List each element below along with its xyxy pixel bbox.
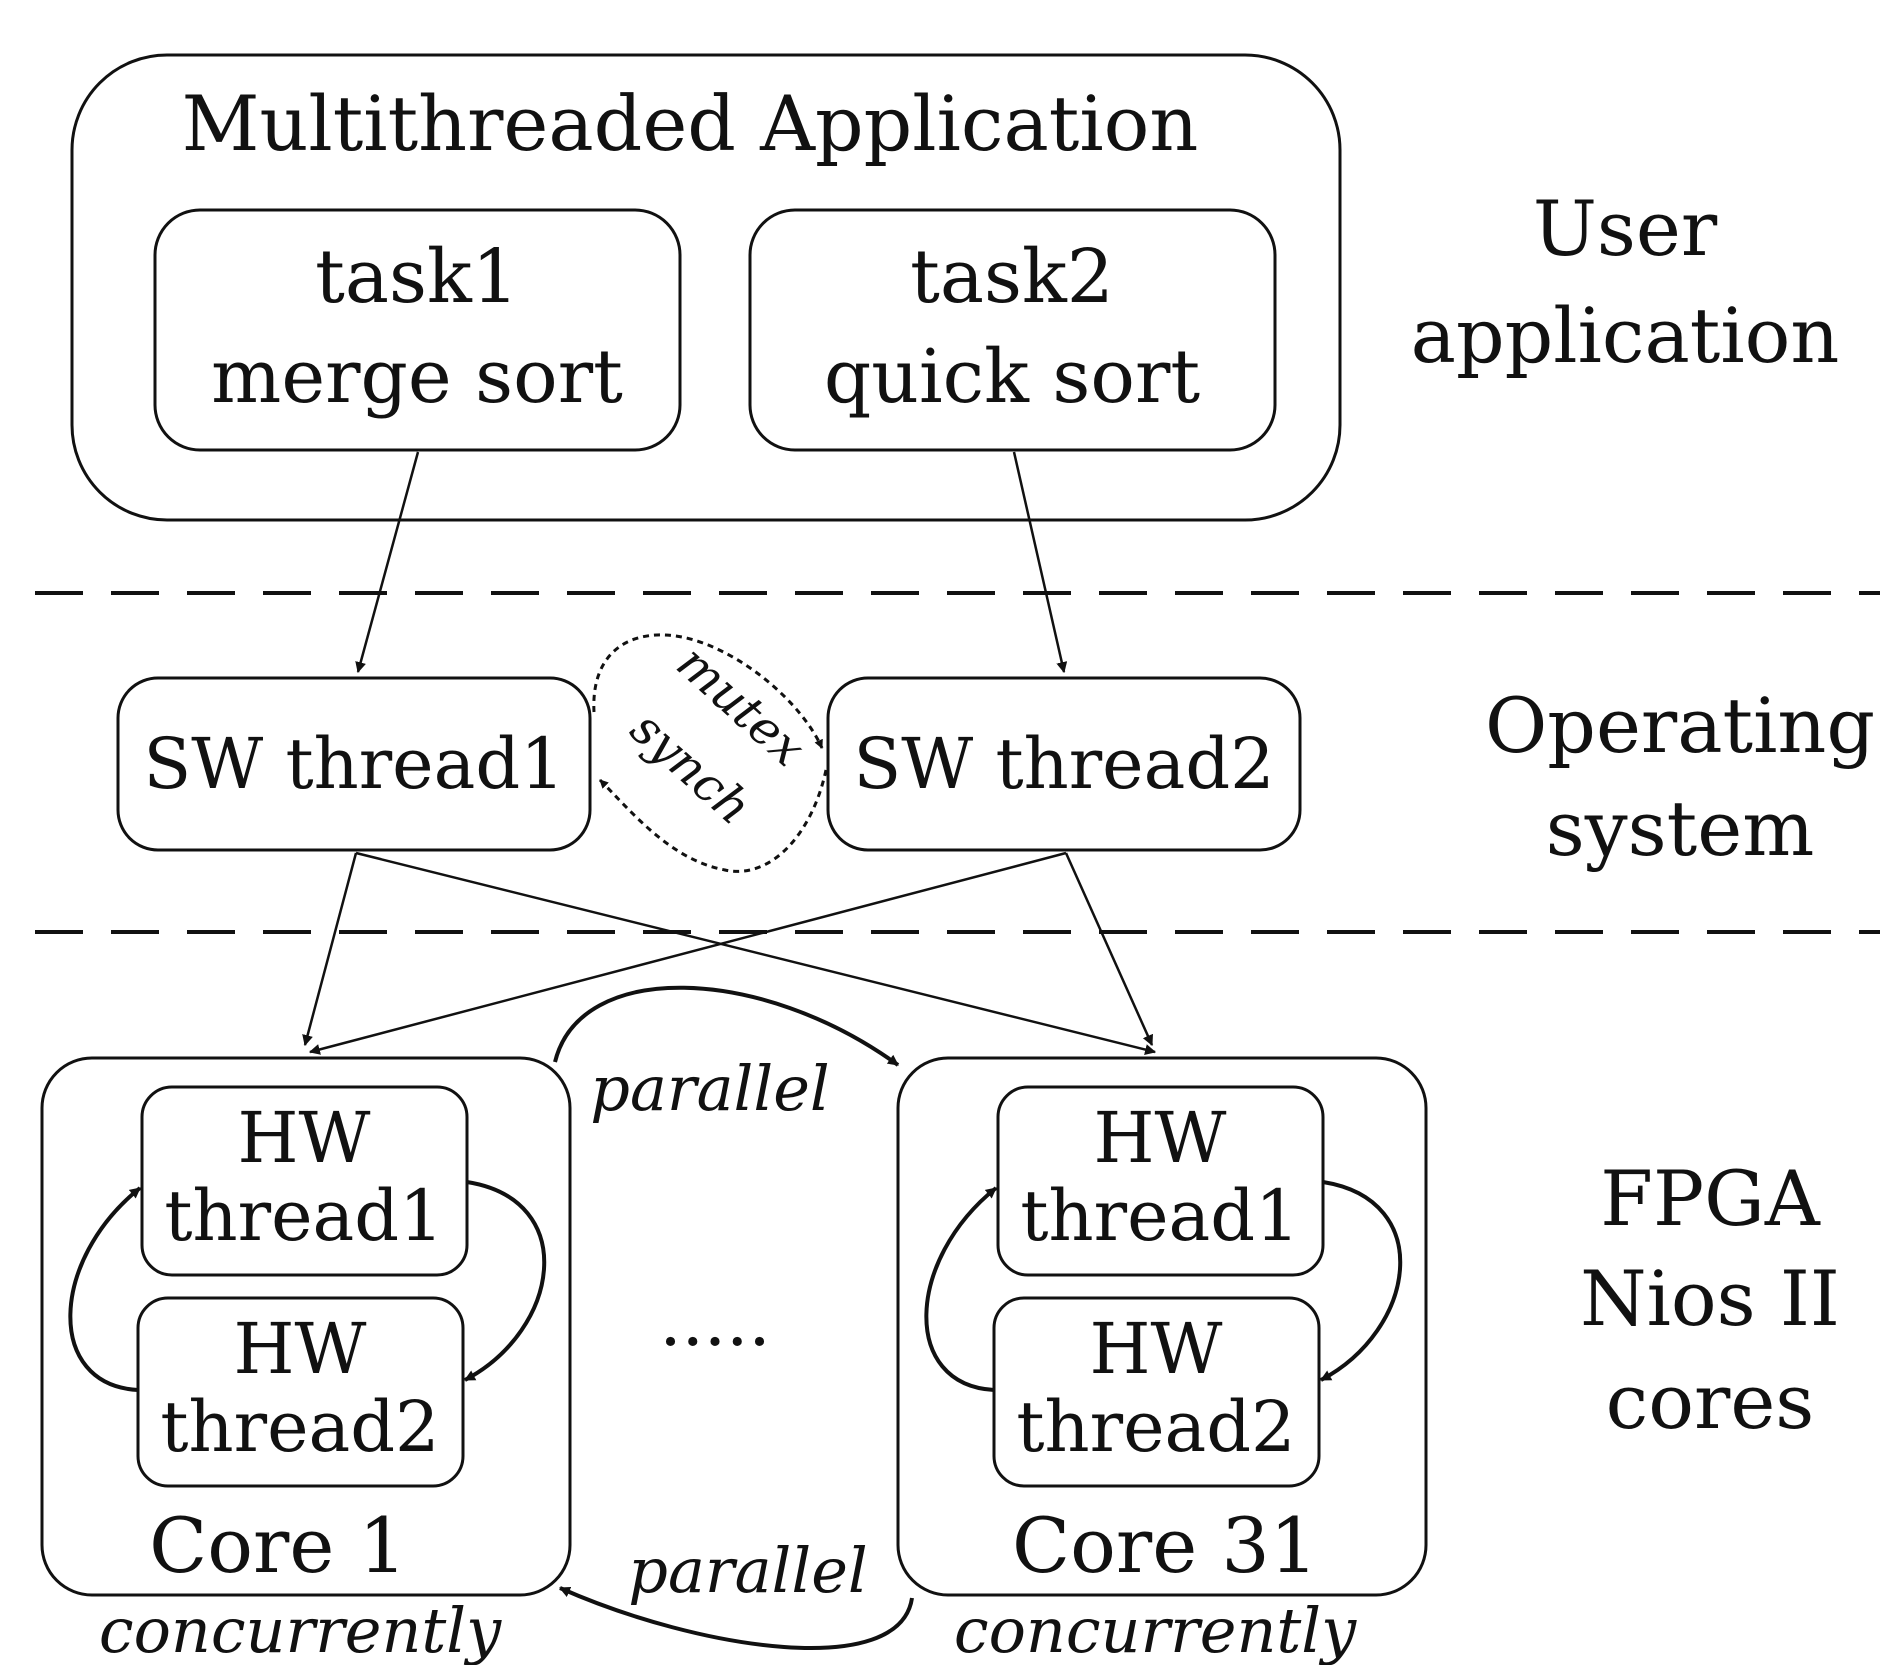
sw-thread2-label: SW thread2 (853, 723, 1274, 805)
parallel-label-bottom: parallel (628, 1534, 867, 1607)
parallel-arrow-bottom (558, 1586, 914, 1651)
synch-arrow (598, 769, 828, 873)
arrow-task2-to-sw-thread2 (1012, 451, 1068, 674)
core1-hw-thread1-line1: HW (238, 1097, 371, 1179)
core31-hw-thread2-line2: thread2 (1016, 1386, 1295, 1468)
core1-hw-thread1-box (140, 1085, 469, 1277)
layer-label-fpga-line2: Nios II (1580, 1254, 1840, 1343)
layer-label-os-line1: Operating (1485, 681, 1875, 770)
parallel-arrow-top (553, 985, 900, 1067)
task1-name: task1 (315, 234, 519, 320)
core1-cycle-arrow-right (464, 1180, 547, 1382)
layer-label-user-line2: application (1411, 291, 1840, 380)
layer-label-user-line1: User (1533, 184, 1718, 273)
layer-label-os-line2: system (1546, 784, 1815, 873)
core31-concurrently: concurrently (954, 1594, 1357, 1665)
cores-ellipsis: ..... (659, 1280, 770, 1362)
core31-cycle-arrow-right (1320, 1180, 1403, 1382)
core31-hw-thread2-box (992, 1296, 1321, 1488)
core31-cycle-arrow-left (924, 1186, 998, 1392)
arrow-sw-thread1-to-core1 (302, 852, 358, 1047)
core1-concurrently: concurrently (99, 1594, 502, 1665)
sw-thread1-box (116, 676, 592, 852)
task2-algorithm: quick sort (824, 334, 1200, 420)
core1-hw-thread1-line2: thread1 (164, 1175, 443, 1257)
core31-label: Core 31 (1012, 1501, 1318, 1590)
arrow-sw-thread2-to-core1 (308, 851, 1067, 1055)
core31-hw-thread1-line1: HW (1094, 1097, 1227, 1179)
arrow-sw-thread1-to-core31 (355, 851, 1157, 1055)
arrow-task1-to-sw-thread1 (355, 451, 420, 674)
core31-hw-thread1-box (996, 1085, 1325, 1277)
arrow-sw-thread2-to-core31 (1064, 852, 1154, 1047)
parallel-label-top: parallel (590, 1052, 829, 1125)
task2-name: task2 (910, 234, 1114, 320)
task2-box (748, 208, 1277, 452)
layer-label-fpga-line1: FPGA (1600, 1154, 1821, 1243)
mutex-arrow (592, 633, 824, 749)
core1-hw-thread2-line2: thread2 (160, 1386, 439, 1468)
sw-thread2-box (826, 676, 1302, 852)
core1-label: Core 1 (149, 1501, 407, 1590)
core31-hw-thread2-line1: HW (1090, 1308, 1223, 1390)
core1-hw-thread2-box (136, 1296, 465, 1488)
core1-cycle-arrow-left (68, 1186, 142, 1392)
task1-algorithm: merge sort (211, 334, 623, 420)
core31-hw-thread1-line2: thread1 (1020, 1175, 1299, 1257)
core1-hw-thread2-line1: HW (234, 1308, 367, 1390)
application-title: Multithreaded Application (182, 79, 1199, 168)
task1-box (153, 208, 682, 452)
layer-label-fpga-line3: cores (1606, 1357, 1815, 1446)
sw-thread1-label: SW thread1 (143, 723, 564, 805)
